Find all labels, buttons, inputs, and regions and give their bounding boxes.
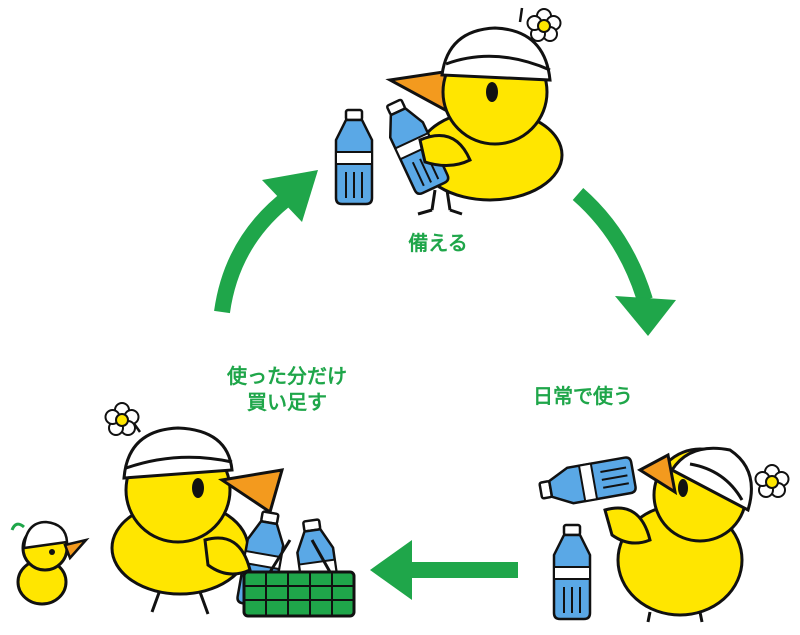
chick-replenish-illustration xyxy=(10,402,356,618)
label-replenish: 使った分だけ 買い足す xyxy=(212,363,362,415)
arrow-daily-to-replenish xyxy=(370,540,518,600)
flower-icon xyxy=(104,402,140,436)
chick-icon xyxy=(10,520,90,606)
helmet-icon xyxy=(122,426,234,480)
helmet-icon xyxy=(440,26,552,82)
water-bottle-icon xyxy=(552,523,592,621)
chick-daily-use-illustration xyxy=(536,446,790,623)
chick-icon xyxy=(385,7,564,216)
chick-icon xyxy=(616,446,753,623)
water-bottle-icon xyxy=(536,455,638,510)
chick-prepare-illustration xyxy=(334,7,564,216)
chick-icon xyxy=(110,417,285,615)
arrow-prepare-to-daily xyxy=(572,187,676,336)
label-prepare: 備える xyxy=(408,231,468,255)
shopping-basket-icon xyxy=(242,539,356,618)
flower-icon xyxy=(526,8,562,42)
helmet-icon xyxy=(22,520,69,550)
label-daily-use: 日常で使う xyxy=(533,384,633,408)
water-bottle-icon xyxy=(334,108,374,206)
arrow-replenish-to-prepare xyxy=(214,170,318,314)
label-replenish-line1: 使った分だけ xyxy=(227,364,347,388)
flower-icon xyxy=(754,464,790,498)
label-replenish-line2: 買い足す xyxy=(247,390,327,414)
